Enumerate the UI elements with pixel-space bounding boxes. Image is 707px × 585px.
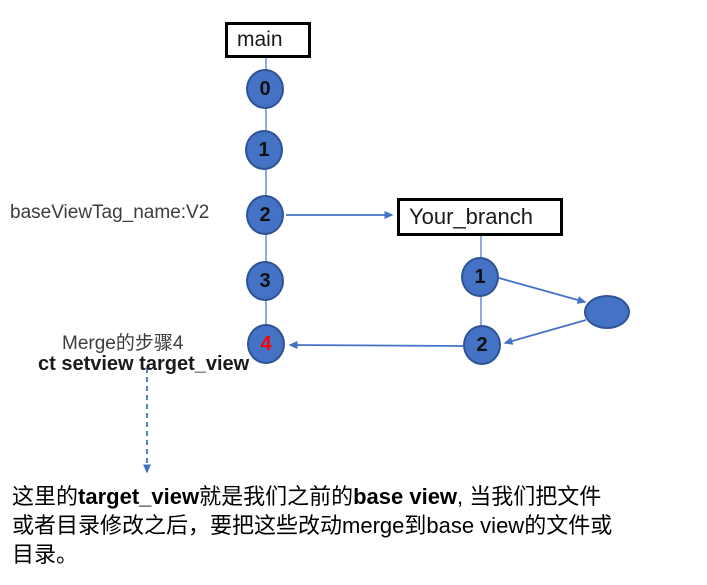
caption-segment-bold-base-view: base view: [353, 484, 458, 509]
branch-node-2: 2: [463, 325, 501, 365]
caption-segment: 这里的: [12, 484, 79, 509]
main-node-2: 2: [246, 195, 284, 235]
caption-segment-bold-target-view: target_view: [78, 484, 200, 509]
main-node-3-label: 3: [259, 269, 271, 292]
caption-segment: 就是我们之前的: [199, 484, 354, 509]
main-node-0-label: 0: [259, 77, 271, 100]
main-node-1: 1: [245, 130, 283, 170]
your-branch-box: Your_branch: [397, 198, 563, 236]
base-view-tag-label: baseViewTag_name:V2: [10, 202, 210, 223]
branch-node-1-label: 1: [474, 265, 486, 288]
main-node-3: 3: [246, 261, 284, 301]
main-node-4: 4: [247, 324, 285, 364]
merge-command-label: ct setview target_view: [38, 353, 250, 375]
arrow-branch-node1-to-ellipse: [498, 277, 587, 304]
main-branch-label: main: [237, 28, 283, 51]
arrow-ellipse-to-branch-node2: [503, 319, 587, 345]
main-branch-box: main: [225, 22, 311, 58]
main-node-1-label: 1: [258, 138, 270, 161]
arrow-branch-node2-to-main-node4: [288, 341, 464, 350]
caption-paragraph: 这里的target_view就是我们之前的base view, 当我们把文件或者…: [12, 482, 618, 569]
branch-node-1: 1: [461, 257, 499, 297]
main-node-2-label: 2: [259, 203, 271, 226]
branch-node-2-label: 2: [476, 333, 488, 356]
merge-ellipse: [584, 295, 630, 329]
merge-step-label: Merge的步骤4: [62, 333, 184, 354]
main-node-4-label: 4: [260, 332, 272, 355]
main-node-0: 0: [246, 69, 284, 109]
your-branch-label: Your_branch: [409, 204, 533, 229]
caption-segment: , 当我们把文件或者目录修改之后，要把这些改动merge到base view的文…: [12, 484, 613, 567]
